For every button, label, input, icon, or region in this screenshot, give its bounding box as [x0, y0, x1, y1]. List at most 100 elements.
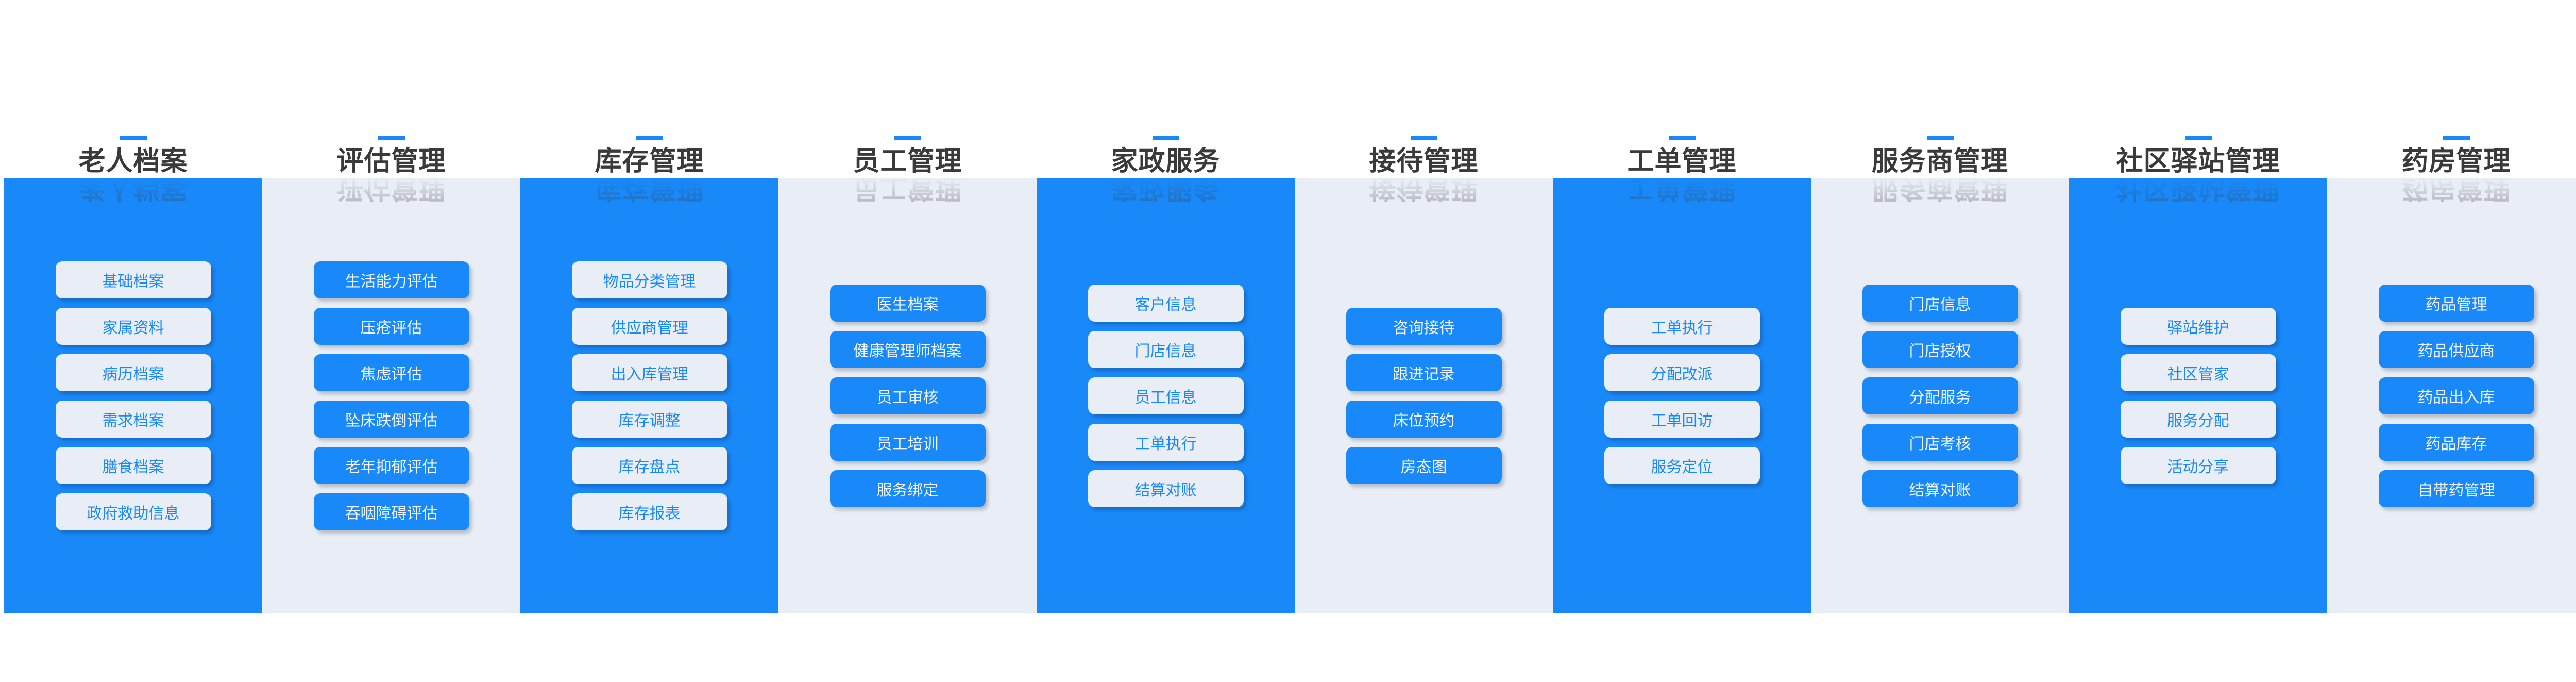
module-item-button[interactable]: 政府救助信息 [55, 493, 211, 530]
column-panel: 工单执行分配改派工单回访服务定位 [1553, 178, 1811, 613]
column-title: 员工管理 [853, 146, 962, 176]
column-panel: 门店信息门店授权分配服务门店考核结算对账 [1811, 178, 2069, 613]
column-title: 库存管理 [595, 146, 704, 176]
module-column: 服务商管理服务商管理门店信息门店授权分配服务门店考核结算对账 [1811, 0, 2069, 682]
column-panel: 咨询接待跟进记录床位预约房态图 [1295, 178, 1553, 613]
module-item-button[interactable]: 员工信息 [1088, 377, 1244, 414]
column-title: 家政服务 [1111, 146, 1221, 176]
column-header: 接待管理接待管理 [1295, 0, 1553, 203]
column-header: 家政服务家政服务 [1037, 0, 1295, 203]
module-column: 社区驿站管理社区驿站管理驿站维护社区管家服务分配活动分享 [2069, 0, 2327, 682]
module-item-button[interactable]: 病历档案 [55, 354, 211, 391]
module-item-button[interactable]: 门店考核 [1862, 423, 2018, 461]
module-item-button[interactable]: 分配服务 [1862, 377, 2018, 414]
column-title: 药房管理 [2401, 146, 2511, 176]
title-underline-bar [1410, 136, 1437, 140]
column-title: 服务商管理 [1871, 146, 2008, 176]
module-item-button[interactable]: 药品出入库 [2378, 377, 2534, 414]
module-item-button[interactable]: 咨询接待 [1346, 307, 1502, 345]
title-underline-bar [894, 136, 921, 140]
module-column: 库存管理库存管理物品分类管理供应商管理出入库管理库存调整库存盘点库存报表 [520, 0, 778, 682]
module-item-button[interactable]: 压疮评估 [313, 307, 469, 345]
column-title: 老人档案 [78, 146, 188, 176]
module-item-button[interactable]: 需求档案 [55, 400, 211, 438]
module-column: 工单管理工单管理工单执行分配改派工单回访服务定位 [1553, 0, 1811, 682]
column-header: 药房管理药房管理 [2327, 0, 2576, 203]
column-header: 老人档案老人档案 [4, 0, 262, 203]
column-panel: 药品管理药品供应商药品出入库药品库存自带药管理 [2327, 178, 2576, 613]
column-panel: 医生档案健康管理师档案员工审核员工培训服务绑定 [778, 178, 1037, 613]
title-underline-bar [2184, 136, 2212, 140]
module-item-button[interactable]: 膳食档案 [55, 446, 211, 484]
module-item-button[interactable]: 库存报表 [571, 493, 727, 530]
module-item-button[interactable]: 焦虑评估 [313, 354, 469, 391]
module-item-button[interactable]: 门店信息 [1088, 330, 1244, 368]
column-title: 评估管理 [336, 146, 446, 176]
module-item-button[interactable]: 药品供应商 [2378, 330, 2534, 368]
column-panel: 驿站维护社区管家服务分配活动分享 [2069, 178, 2327, 613]
module-item-button[interactable]: 跟进记录 [1346, 354, 1502, 391]
module-item-button[interactable]: 驿站维护 [2120, 307, 2276, 345]
title-underline-bar [2443, 136, 2470, 140]
module-item-button[interactable]: 坠床跌倒评估 [313, 400, 469, 438]
module-item-button[interactable]: 结算对账 [1088, 470, 1244, 507]
module-item-button[interactable]: 门店授权 [1862, 330, 2018, 368]
module-item-button[interactable]: 员工培训 [829, 423, 986, 461]
module-column: 老人档案老人档案基础档案家属资料病历档案需求档案膳食档案政府救助信息 [4, 0, 262, 682]
module-item-button[interactable]: 出入库管理 [571, 354, 727, 391]
module-column: 员工管理员工管理医生档案健康管理师档案员工审核员工培训服务绑定 [778, 0, 1037, 682]
module-item-button[interactable]: 服务绑定 [829, 470, 986, 507]
module-item-button[interactable]: 服务分配 [2120, 400, 2276, 438]
title-underline-bar [1668, 136, 1696, 140]
column-header: 服务商管理服务商管理 [1811, 0, 2069, 203]
title-underline-bar [1926, 136, 1954, 140]
module-item-button[interactable]: 房态图 [1346, 446, 1502, 484]
module-column: 评估管理评估管理生活能力评估压疮评估焦虑评估坠床跌倒评估老年抑郁评估吞咽障碍评估 [262, 0, 520, 682]
module-item-button[interactable]: 库存盘点 [571, 446, 727, 484]
module-item-button[interactable]: 药品库存 [2378, 423, 2534, 461]
module-item-button[interactable]: 生活能力评估 [313, 261, 469, 298]
module-item-button[interactable]: 员工审核 [829, 377, 986, 414]
module-column: 药房管理药房管理药品管理药品供应商药品出入库药品库存自带药管理 [2327, 0, 2576, 682]
title-underline-bar [1152, 136, 1179, 140]
module-item-button[interactable]: 基础档案 [55, 261, 211, 298]
module-item-button[interactable]: 活动分享 [2120, 446, 2276, 484]
column-panel: 客户信息门店信息员工信息工单执行结算对账 [1037, 178, 1295, 613]
module-item-button[interactable]: 工单执行 [1088, 423, 1244, 461]
column-panel: 生活能力评估压疮评估焦虑评估坠床跌倒评估老年抑郁评估吞咽障碍评估 [262, 178, 520, 613]
module-item-button[interactable]: 药品管理 [2378, 284, 2534, 322]
module-item-button[interactable]: 健康管理师档案 [829, 330, 986, 368]
title-underline-bar [636, 136, 663, 140]
column-header: 社区驿站管理社区驿站管理 [2069, 0, 2327, 203]
column-panel: 基础档案家属资料病历档案需求档案膳食档案政府救助信息 [4, 178, 262, 613]
module-item-button[interactable]: 自带药管理 [2378, 470, 2534, 507]
title-underline-bar [378, 136, 405, 140]
module-item-button[interactable]: 供应商管理 [571, 307, 727, 345]
column-panel: 物品分类管理供应商管理出入库管理库存调整库存盘点库存报表 [520, 178, 778, 613]
column-title: 接待管理 [1369, 146, 1479, 176]
module-item-button[interactable]: 门店信息 [1862, 284, 2018, 322]
title-underline-bar [120, 136, 147, 140]
column-header: 员工管理员工管理 [778, 0, 1037, 203]
module-item-button[interactable]: 医生档案 [829, 284, 986, 322]
column-title: 社区驿站管理 [2116, 146, 2280, 176]
module-item-button[interactable]: 结算对账 [1862, 470, 2018, 507]
module-item-button[interactable]: 客户信息 [1088, 284, 1244, 322]
module-item-button[interactable]: 物品分类管理 [571, 261, 727, 298]
module-item-button[interactable]: 老年抑郁评估 [313, 446, 469, 484]
column-header: 评估管理评估管理 [262, 0, 520, 203]
module-item-button[interactable]: 库存调整 [571, 400, 727, 438]
module-item-button[interactable]: 分配改派 [1604, 354, 1760, 391]
module-item-button[interactable]: 家属资料 [55, 307, 211, 345]
module-item-button[interactable]: 服务定位 [1604, 446, 1760, 484]
module-column: 接待管理接待管理咨询接待跟进记录床位预约房态图 [1295, 0, 1553, 682]
column-header: 工单管理工单管理 [1553, 0, 1811, 203]
module-item-button[interactable]: 吞咽障碍评估 [313, 493, 469, 530]
module-item-button[interactable]: 床位预约 [1346, 400, 1502, 438]
column-header: 库存管理库存管理 [520, 0, 778, 203]
column-title: 工单管理 [1627, 146, 1737, 176]
module-item-button[interactable]: 工单回访 [1604, 400, 1760, 438]
module-item-button[interactable]: 社区管家 [2120, 354, 2276, 391]
module-item-button[interactable]: 工单执行 [1604, 307, 1760, 345]
